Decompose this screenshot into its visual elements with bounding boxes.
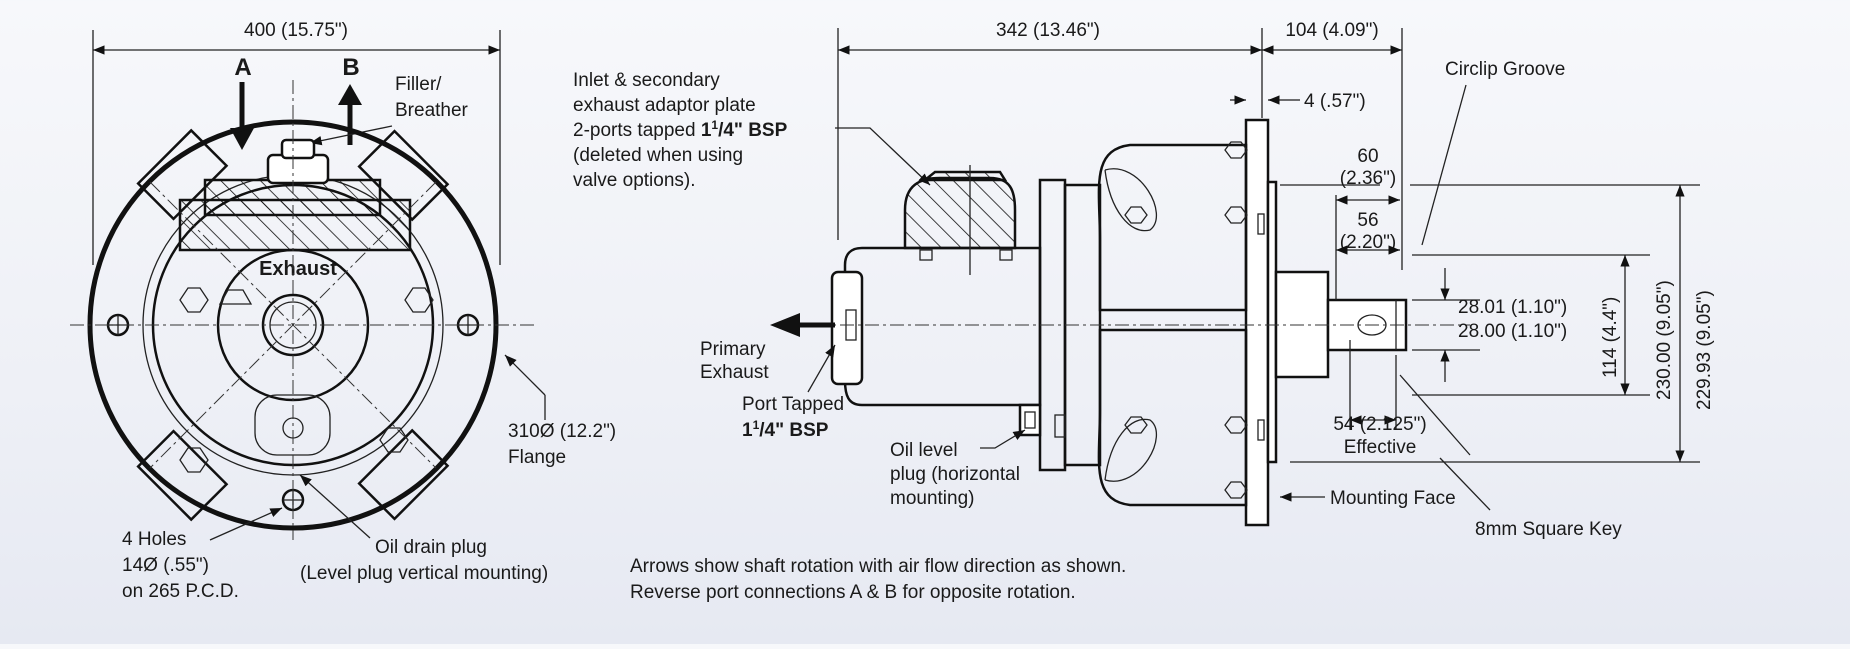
dimension-56-value: 56 — [1357, 210, 1378, 231]
width-dimension: 400 (15.75") — [244, 20, 348, 41]
exhaust-label: Exhaust — [259, 258, 337, 280]
oil-level-line1: Oil level — [890, 440, 958, 461]
port-tapped-line1: Port Tapped — [742, 394, 844, 415]
dimension-114: 114 (4.4") — [1600, 297, 1621, 378]
front-view: 400 (15.75") A B Filler/ Breather Exhaus… — [70, 20, 616, 602]
holes-label-line3: on 265 P.C.D. — [122, 581, 239, 602]
drain-label-line1: Oil drain plug — [375, 537, 487, 558]
dimension-229: 229.93 (9.05") — [1694, 290, 1715, 410]
mounting-face-label: Mounting Face — [1330, 488, 1456, 509]
side-view: 342 (13.46") 104 (4.09") 4 (.57") Circli… — [573, 20, 1715, 540]
holes-label-line2: 14Ø (.55") — [122, 555, 209, 576]
dimension-230: 230.00 (9.05") — [1654, 280, 1675, 400]
dimension-4: 4 (.57") — [1304, 91, 1366, 112]
inlet-label-line5: valve options). — [573, 170, 696, 191]
dimension-60-value: 60 — [1357, 146, 1378, 167]
rotation-note-line2: Reverse port connections A & B for oppos… — [630, 582, 1076, 603]
flange-label-line2: Flange — [508, 447, 566, 468]
port-a-label: A — [234, 54, 251, 81]
filler-label-line1: Filler/ — [395, 74, 442, 95]
holes-label-line1: 4 Holes — [122, 529, 186, 550]
exhaust-block — [178, 198, 412, 252]
port-a-arrow-icon — [230, 128, 254, 150]
motor-body — [843, 246, 1042, 407]
oil-level-line2: plug (horizontal — [890, 464, 1020, 485]
inlet-label-line3: 2-ports tapped 11/4" BSP — [573, 118, 788, 141]
primary-exhaust-arrow-icon — [770, 313, 800, 337]
dimension-104: 104 (4.09") — [1285, 20, 1378, 41]
dimension-54-label: Effective — [1344, 437, 1417, 458]
drain-label-line2: (Level plug vertical mounting) — [300, 563, 548, 584]
filler-label-line2: Breather — [395, 100, 469, 121]
port-tapped-line2: 11/4" BSP — [742, 418, 829, 441]
flange-label-line1: 310Ø (12.2") — [508, 421, 616, 442]
rotation-note-line1: Arrows show shaft rotation with air flow… — [630, 556, 1126, 577]
inlet-label-line2: exhaust adaptor plate — [573, 95, 756, 116]
shaft-diameter-min: 28.00 (1.10") — [1458, 321, 1567, 342]
dimension-342: 342 (13.46") — [996, 20, 1100, 41]
dimension-54-value: 54 (2.125") — [1333, 414, 1426, 435]
circlip-label: Circlip Groove — [1445, 59, 1565, 80]
inlet-label-line1: Inlet & secondary — [573, 70, 720, 91]
port-b-arrow-icon — [338, 84, 362, 105]
primary-exhaust-line2: Exhaust — [700, 362, 769, 383]
inlet-label-line4: (deleted when using — [573, 145, 743, 166]
shaft-diameter-max: 28.01 (1.10") — [1458, 297, 1567, 318]
primary-exhaust-line1: Primary — [700, 339, 766, 360]
port-b-label: B — [342, 54, 359, 81]
oil-level-line3: mounting) — [890, 488, 975, 509]
square-key-label: 8mm Square Key — [1475, 519, 1622, 540]
mounting-flange — [1244, 118, 1270, 527]
dimension-60-inch: (2.36") — [1340, 168, 1396, 189]
